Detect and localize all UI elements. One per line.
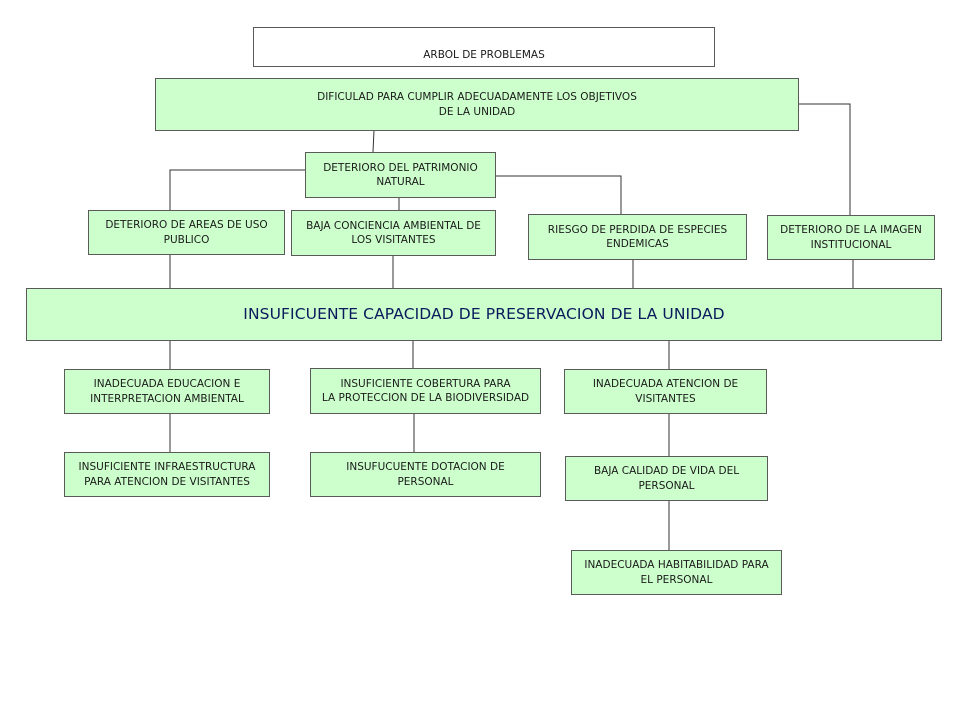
diagram-title: ARBOL DE PROBLEMAS [253,27,715,67]
connector-patrimonio-especies [496,175,622,214]
connector-top-patrimonio [372,129,375,153]
effect-top-objetivos: DIFICULAD PARA CUMPLIR ADECUADAMENTE LOS… [155,78,799,131]
cause-dotacion: INSUFUCUENTE DOTACION DE PERSONAL [310,452,541,497]
cause-habitabilidad: INADECUADA HABITABILIDAD PARA EL PERSONA… [571,550,782,595]
cause-educacion: INADECUADA EDUCACION E INTERPRETACION AM… [64,369,270,414]
effect-conciencia: BAJA CONCIENCIA AMBIENTAL DE LOS VISITAN… [291,210,496,256]
cause-cobertura: INSUFICIENTE COBERTURA PARA LA PROTECCIO… [310,368,541,414]
core-problem: INSUFICUENTE CAPACIDAD DE PRESERVACION D… [26,288,942,341]
effect-patrimonio: DETERIORO DEL PATRIMONIO NATURAL [305,152,496,198]
effect-areas-uso: DETERIORO DE AREAS DE USO PUBLICO [88,210,285,255]
cause-atencion: INADECUADA ATENCION DE VISITANTES [564,369,767,414]
effect-imagen: DETERIORO DE LA IMAGEN INSTITUCIONAL [767,215,935,260]
connector-top-imagen [798,103,851,215]
effect-especies: RIESGO DE PERDIDA DE ESPECIES ENDEMICAS [528,214,747,260]
cause-calidad-vida: BAJA CALIDAD DE VIDA DEL PERSONAL [565,456,768,501]
cause-infraestructura: INSUFICIENTE INFRAESTRUCTURA PARA ATENCI… [64,452,270,497]
connector-patrimonio-areas [169,169,306,210]
